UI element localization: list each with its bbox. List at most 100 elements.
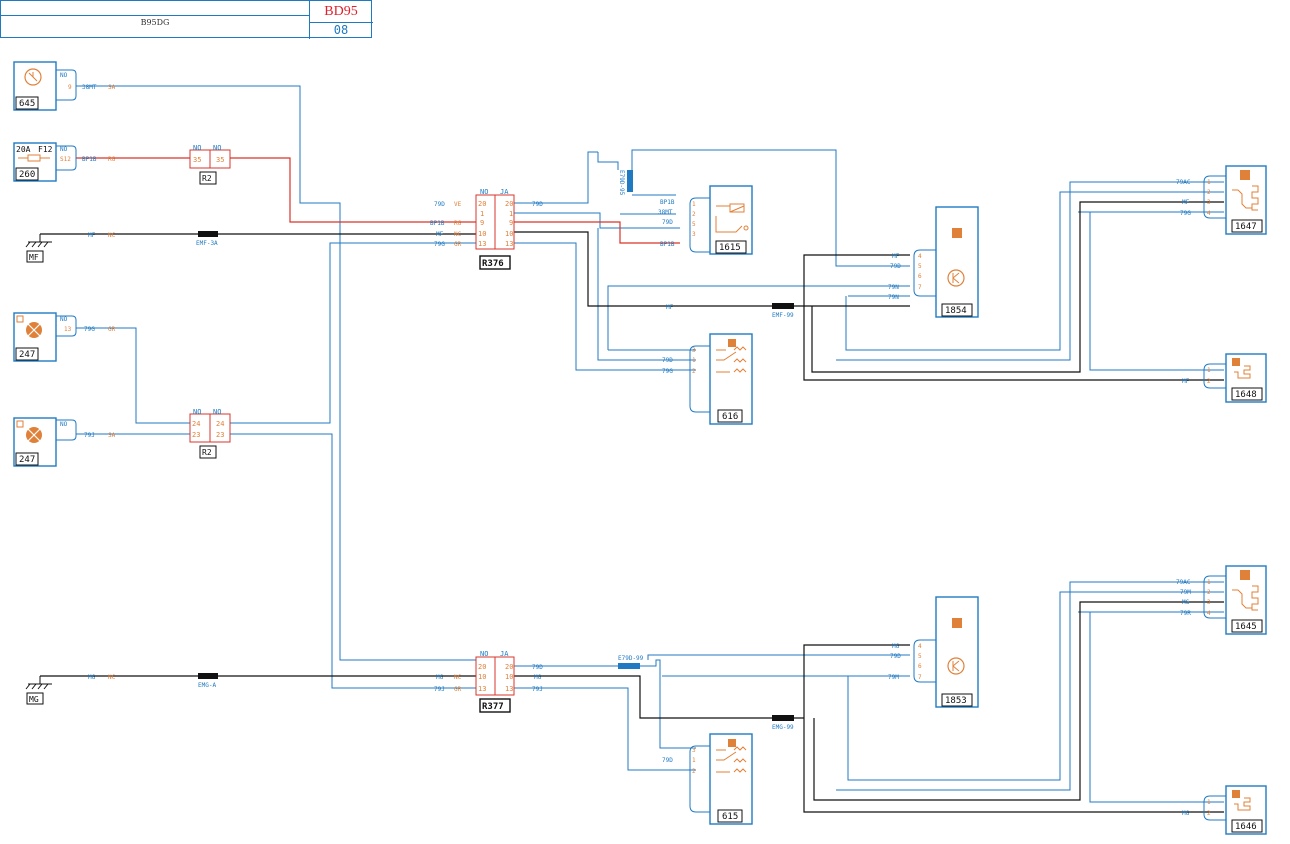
r377-l1-sleeve: GR: [454, 686, 462, 693]
signal-wires: [76, 85, 1224, 803]
splice-emf3a-label: EMF-3A: [196, 240, 218, 247]
c1647-p2: 3: [1207, 199, 1211, 206]
r377-l0-code: MG: [436, 674, 444, 681]
r377-l1-code: 79J: [434, 686, 445, 693]
component-1646: 1 2 MG 1646: [1182, 785, 1267, 835]
c1615-c0: BP1B: [660, 199, 675, 206]
lamp-icon: [16, 420, 42, 443]
r377-rp0: 20: [505, 663, 513, 671]
c1853-c1: 79D: [890, 653, 901, 660]
c1647-p0: 1: [1207, 179, 1211, 186]
heater-icon: [1232, 570, 1259, 611]
wmg-color: NC: [108, 674, 116, 681]
r377-l0-sleeve: NC: [454, 674, 462, 681]
r376-l0-sleeve: VE: [454, 201, 462, 208]
c1615-c1: 38MT: [658, 209, 673, 216]
w645-code: 38MT: [82, 84, 97, 91]
splice-e79d99-label: E79D-99: [618, 655, 644, 662]
c1615-c2: 79D: [662, 219, 673, 226]
c1648-p0: 1: [1207, 367, 1211, 374]
r2t-rc: NO: [213, 144, 221, 152]
c1854-c0: MF: [892, 253, 900, 260]
ground-mf: MF: [25, 234, 52, 263]
fuse-icon: [18, 154, 50, 162]
wire-r2-79j: [230, 433, 476, 689]
component-1645: 1 2 3 4 79AC 79M MG 79R 1645: [1176, 565, 1267, 635]
w645-sleeve: SA: [108, 84, 116, 91]
c1853-c3: 79M: [888, 674, 899, 681]
r377-label: R377: [482, 702, 504, 712]
c1645-c0: 79AC: [1176, 579, 1191, 586]
c260-fuse: F12: [38, 145, 53, 154]
c1854-p1: 5: [918, 263, 922, 270]
r376-rp2: 9: [509, 219, 513, 227]
horn-symbol-icon: [24, 68, 42, 86]
r2b-lp2: 23: [192, 431, 200, 439]
ground-mg: MG: [25, 676, 52, 705]
w260-color: NO: [60, 146, 68, 153]
component-1853: 4 5 6 7 MG 79D 79M 1853: [888, 596, 979, 708]
w645-pin: 9: [68, 84, 72, 91]
wire-79d-615: [640, 659, 696, 749]
c1645-p2: 3: [1207, 599, 1211, 606]
r376-rp0: 20: [505, 200, 513, 208]
component-1647: 1 2 3 4 79AC MF 79G 1647: [1176, 165, 1267, 235]
c1647-p1: 2: [1207, 189, 1211, 196]
w247a-sleeve: GR: [108, 326, 116, 333]
w247a-color: NO: [60, 316, 68, 323]
splice-emf3a: [198, 231, 218, 237]
c260-label: 260: [19, 170, 35, 180]
c1615-p0: 1: [692, 201, 696, 208]
splice-emg99-label: EMG-99: [772, 724, 794, 731]
component-260: 20A F12 260: [13, 142, 77, 182]
wire-r2-79g: [230, 242, 476, 424]
r2t-lc: NO: [193, 144, 201, 152]
c1645-p0: 1: [1207, 579, 1211, 586]
r376-rp4: 13: [505, 240, 513, 248]
r376-r0-code: 79D: [532, 201, 543, 208]
wire-79d-top: [597, 149, 910, 267]
c1854-p3: 7: [918, 284, 922, 291]
r377-lp1: 10: [478, 673, 486, 681]
c615-p0: 3: [692, 747, 696, 754]
c1646-p1: 2: [1207, 810, 1211, 817]
w260-pin: S12: [60, 156, 71, 163]
component-616: 3 1 2 79D 79G 616: [662, 333, 753, 425]
diagram-code: BD95: [324, 4, 358, 19]
heater-icon: [1232, 358, 1251, 379]
r376-l3-code: 79G: [434, 241, 445, 248]
c1853-label: 1853: [945, 696, 967, 706]
r377-rp2: 13: [505, 685, 513, 693]
w645-color: NO: [60, 72, 68, 79]
component-247b: 247: [13, 417, 77, 467]
r2b-rc: NO: [213, 408, 221, 416]
c247b-label: 247: [19, 455, 35, 465]
c1648-c1: MF: [1182, 378, 1190, 385]
c616-label: 616: [722, 412, 738, 422]
c1647-c3: 79G: [1180, 210, 1191, 217]
splice-emf99-label: EMF-99: [772, 312, 794, 319]
title-block: B95DG BD95 08: [0, 0, 373, 39]
splice-emga-label: EMG-A: [198, 682, 216, 689]
r2t-rp: 35: [216, 156, 224, 164]
r376-lp4: 13: [478, 240, 486, 248]
r2t-lp: 35: [193, 156, 201, 164]
c1854-c4: 79N: [888, 294, 899, 301]
wire-79g-616: [514, 242, 696, 371]
c1615-p1: 2: [692, 211, 696, 218]
r2b-lp1: 24: [192, 420, 200, 428]
r376-rp3: 10: [505, 230, 513, 238]
r376-l1-code: BP1B: [430, 220, 445, 227]
relay-icon: [715, 203, 749, 233]
lamp-icon: [16, 315, 42, 338]
c1648-p1: 2: [1207, 378, 1211, 385]
switch-icon: [716, 339, 747, 373]
wire-247a: [76, 327, 192, 424]
c616-p1: 1: [692, 357, 696, 364]
r376-rc: JA: [500, 188, 509, 196]
r376-l0-code: 79D: [434, 201, 445, 208]
connector-r376: NO JA 20 1 9 10 13 20 1 9 10 13 R376: [475, 188, 515, 270]
r2b-rp1: 24: [216, 420, 224, 428]
r376-lp0: 20: [478, 200, 486, 208]
switch-icon: [716, 739, 747, 773]
